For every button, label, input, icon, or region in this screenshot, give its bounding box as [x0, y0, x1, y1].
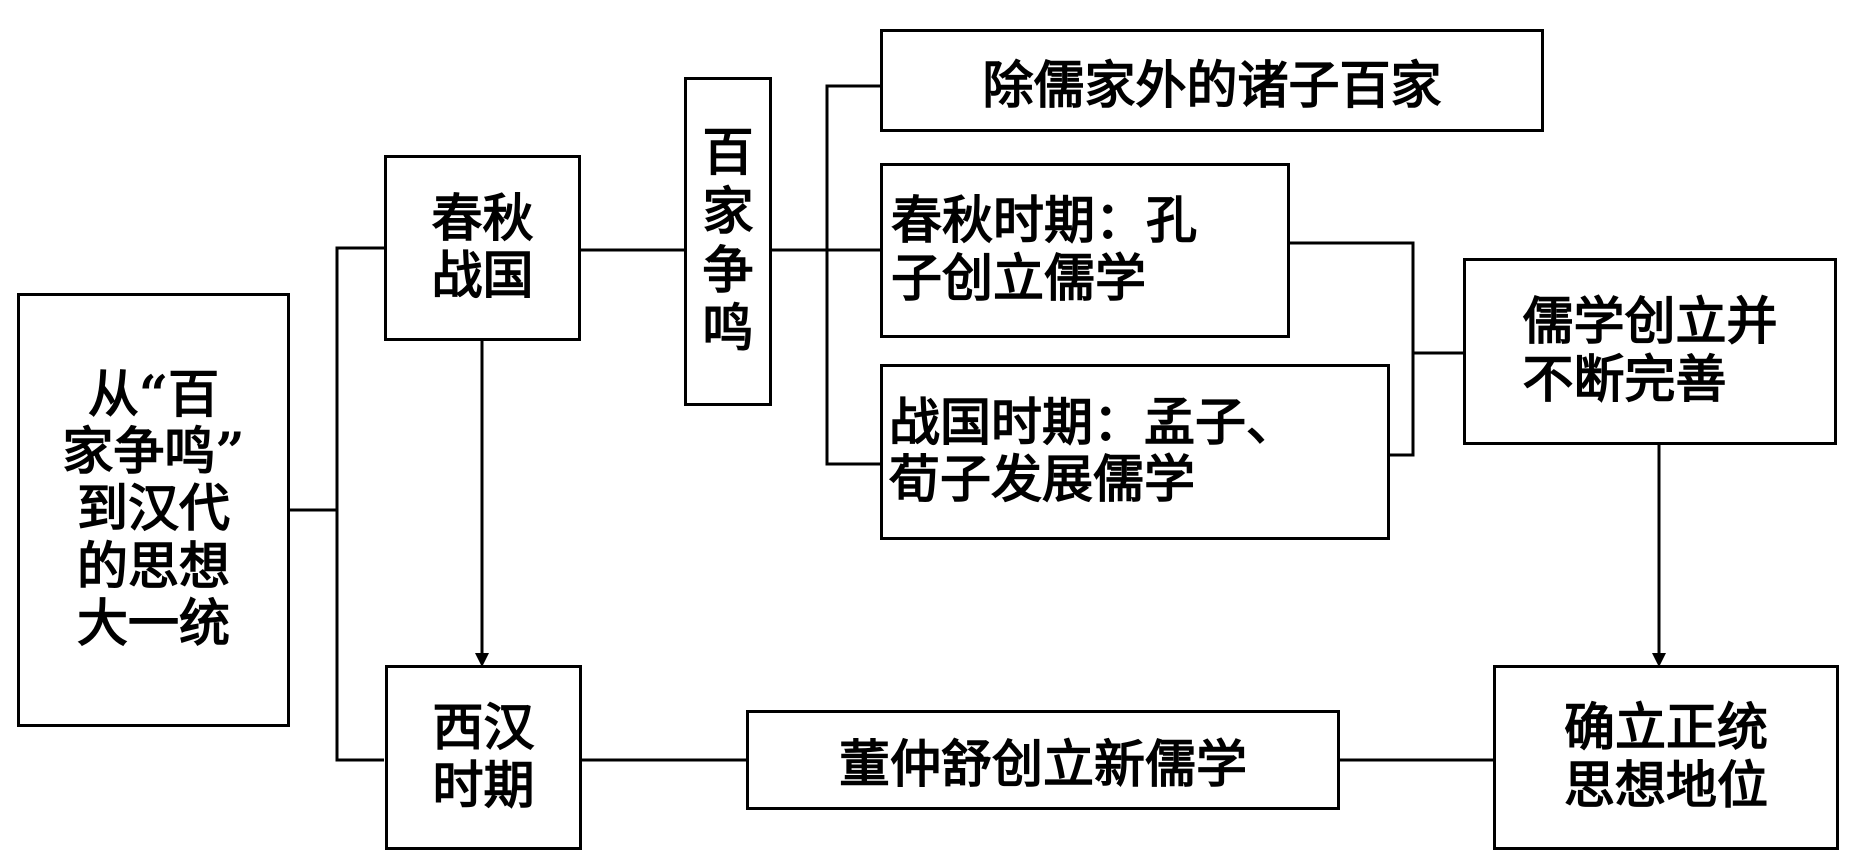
root-label: 从“百 家争鸣” 到汉代 的思想 大一统: [62, 365, 245, 654]
connector-left-bracket: [335, 246, 384, 762]
mengxun-box: 战国时期：孟子、 荀子发展儒学: [880, 364, 1390, 540]
rujia-chuangli-label: 儒学创立并 不断完善: [1522, 292, 1778, 410]
dongzhongshu-box: 董仲舒创立新儒学: [746, 710, 1340, 810]
chunqiu-zhanguo-label: 春秋 战国: [431, 188, 534, 306]
chunqiu-zhanguo-box: 春秋 战国: [384, 155, 581, 341]
rujia-chuangli-box: 儒学创立并 不断完善: [1463, 258, 1837, 445]
xihan-box: 西汉 时期: [385, 665, 582, 850]
zhengtong-label: 确立正统 思想地位: [1563, 698, 1768, 816]
zhuzi-baijia-label: 除儒家外的诸子百家: [982, 55, 1442, 116]
baijia-zhengming-label: 百 家 争 鸣: [702, 123, 754, 360]
connector-merge-bracket: [1290, 241, 1415, 457]
zhuzi-baijia-box: 除儒家外的诸子百家: [880, 29, 1544, 132]
baijia-zhengming-box: 百 家 争 鸣: [684, 77, 772, 406]
kongzi-box: 春秋时期：孔 子创立儒学: [880, 163, 1290, 338]
root-box: 从“百 家争鸣” 到汉代 的思想 大一统: [17, 293, 290, 727]
connector-branches: [825, 84, 880, 466]
xihan-label: 西汉 时期: [432, 698, 535, 816]
kongzi-label: 春秋时期：孔 子创立儒学: [891, 191, 1198, 309]
mengxun-label: 战国时期：孟子、 荀子发展儒学: [889, 392, 1298, 510]
dongzhongshu-label: 董仲舒创立新儒学: [838, 735, 1247, 795]
zhengtong-box: 确立正统 思想地位: [1493, 665, 1839, 850]
